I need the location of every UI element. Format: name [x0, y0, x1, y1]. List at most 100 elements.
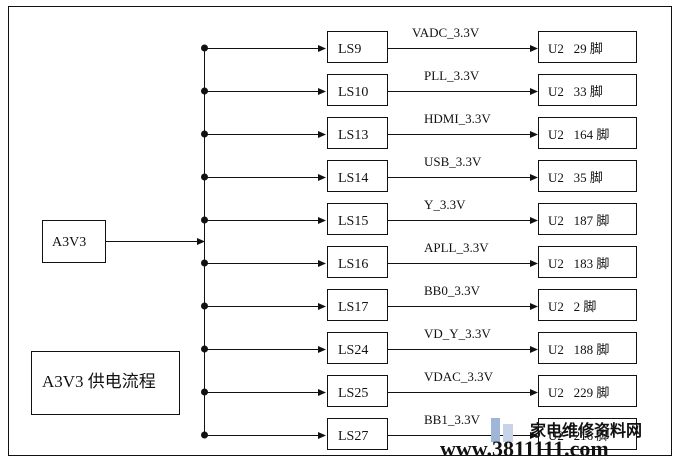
net-label: BB0_3.3V	[424, 283, 481, 298]
switch-box	[327, 332, 388, 364]
junction-dot	[201, 216, 208, 224]
switch-arrow	[318, 45, 326, 52]
switch-box	[327, 74, 388, 106]
switch-label: LS14	[338, 171, 368, 186]
switch-arrow	[318, 346, 326, 353]
title-node: A3V3 供电流程	[31, 351, 180, 415]
target-label: U2 29 脚	[548, 41, 603, 56]
switch-arrow	[318, 432, 326, 439]
target-box	[538, 31, 637, 63]
switch-box	[327, 289, 388, 321]
switch-arrow	[318, 303, 326, 310]
switch-arrow	[318, 260, 326, 267]
switch-arrow	[318, 174, 326, 181]
junction-dot	[201, 87, 208, 95]
net-label: PLL_3.3V	[424, 68, 480, 83]
target-label: U2 229 脚	[548, 385, 609, 400]
switch-label: LS13	[338, 128, 368, 143]
rail-row: LS13 HDMI_3.3V U2 164 脚	[201, 111, 637, 149]
switch-arrow	[318, 88, 326, 95]
target-label: U2 187 脚	[548, 213, 609, 228]
switch-box	[327, 160, 388, 192]
junction-dot	[201, 173, 208, 181]
switch-label: LS27	[338, 429, 368, 444]
target-label: U2 164 脚	[548, 127, 609, 142]
target-arrow	[530, 432, 538, 439]
rail-row: LS9 VADC_3.3V U2 29 脚	[201, 25, 637, 63]
rail-row: LS15 Y_3.3V U2 187 脚	[201, 197, 637, 235]
junction-dot	[201, 259, 208, 267]
target-box	[538, 246, 637, 278]
switch-box	[327, 117, 388, 149]
switch-label: LS24	[338, 343, 368, 358]
target-label: U2 35 脚	[548, 170, 603, 185]
rail-row: LS25 VDAC_3.3V U2 229 脚	[201, 369, 637, 407]
switch-label: LS17	[338, 300, 368, 315]
target-arrow	[530, 88, 538, 95]
net-label: HDMI_3.3V	[424, 111, 491, 126]
target-box	[538, 289, 637, 321]
target-arrow	[530, 45, 538, 52]
target-arrow	[530, 260, 538, 267]
net-label: VDAC_3.3V	[424, 369, 494, 384]
switch-label: LS9	[338, 42, 361, 57]
rail-row: LS27 BB1_3.3V U2 216 脚	[201, 412, 637, 450]
switch-box	[327, 31, 388, 63]
target-label: U2 188 脚	[548, 342, 609, 357]
net-label: VD_Y_3.3V	[424, 326, 491, 341]
switch-label: LS16	[338, 257, 368, 272]
target-box	[538, 375, 637, 407]
switch-label: LS25	[338, 386, 368, 401]
source-node: A3V3	[42, 220, 106, 263]
watermark-url: www.3811111.com	[440, 436, 609, 461]
switch-label: LS15	[338, 214, 368, 229]
target-box	[538, 160, 637, 192]
rail-row: LS17 BB0_3.3V U2 2 脚	[201, 283, 637, 321]
target-box	[538, 418, 637, 450]
rail-row: LS14 USB_3.3V U2 35 脚	[201, 154, 637, 192]
target-box	[538, 332, 637, 364]
junction-dot	[201, 44, 208, 52]
target-arrow	[530, 174, 538, 181]
rail-row: LS16 APLL_3.3V U2 183 脚	[201, 240, 637, 278]
net-label: APLL_3.3V	[424, 240, 489, 255]
net-label: Y_3.3V	[424, 197, 466, 212]
net-label: USB_3.3V	[424, 154, 482, 169]
target-box	[538, 203, 637, 235]
switch-box	[327, 246, 388, 278]
switch-label: LS10	[338, 85, 368, 100]
switch-box	[327, 375, 388, 407]
target-label: U2 2 脚	[548, 299, 596, 314]
target-arrow	[530, 217, 538, 224]
title-box	[31, 351, 180, 415]
target-arrow	[530, 389, 538, 396]
junction-dot	[201, 431, 208, 439]
rails-layer: LS9 VADC_3.3V U2 29 脚 LS10 PLL_3.3V U2 33 脚 LS…	[201, 25, 637, 450]
junction-dot	[201, 388, 208, 396]
net-label: BB1_3.3V	[424, 412, 481, 427]
switch-box	[327, 203, 388, 235]
rail-row: LS24 VD_Y_3.3V U2 188 脚	[201, 326, 637, 364]
switch-arrow	[318, 389, 326, 396]
target-arrow	[530, 131, 538, 138]
target-box	[538, 117, 637, 149]
target-label: U2 33 脚	[548, 84, 603, 99]
source-label: A3V3	[52, 235, 86, 250]
target-label: U2 183 脚	[548, 256, 609, 271]
target-arrow	[530, 346, 538, 353]
switch-box	[327, 418, 388, 450]
watermark: 家电维修资料网 www.3811111.com	[440, 418, 642, 461]
net-label: VADC_3.3V	[412, 25, 480, 40]
target-label: U2 216 脚	[548, 428, 609, 443]
switch-arrow	[318, 131, 326, 138]
target-arrow	[530, 303, 538, 310]
switch-arrow	[318, 217, 326, 224]
page-title: A3V3 供电流程	[42, 372, 156, 391]
source-arrow	[197, 238, 205, 245]
junction-dot	[201, 130, 208, 138]
watermark-site-name: 家电维修资料网	[530, 421, 642, 440]
junction-dot	[201, 302, 208, 310]
watermark-logo-icon	[491, 418, 513, 442]
source-box	[42, 220, 106, 263]
